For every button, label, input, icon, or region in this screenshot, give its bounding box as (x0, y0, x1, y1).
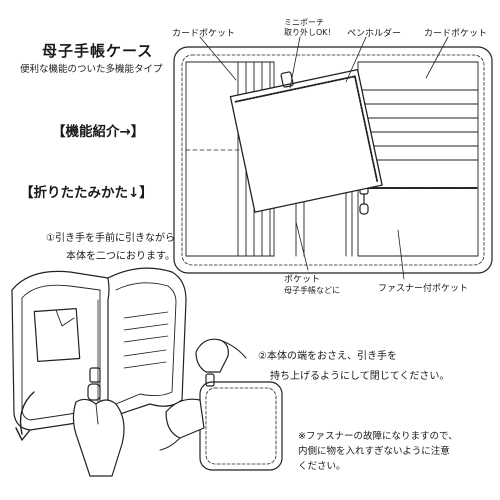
folding-step2-illustration (159, 338, 283, 471)
folding-step1-illustration (11, 267, 187, 477)
callout-mini-pouch: ミニポーチ (284, 18, 324, 27)
product-subtitle: 便利な機能のついた多機能タイプ (20, 64, 163, 75)
callout-pen-holder: ペンホルダー (347, 29, 402, 39)
mini-pouch (229, 68, 383, 213)
callout-pocket: ポケット (284, 275, 321, 285)
zipper-pocket-shape (359, 181, 479, 215)
features-heading: 【機能紹介→】 (52, 124, 145, 140)
case-outer-frame (173, 46, 493, 274)
step1-line1: ①引き手を手前に引きながら (46, 233, 175, 244)
step2-line2: 持ち上げるようにして閉じてください。 (270, 371, 450, 382)
callout-lines (199, 36, 449, 280)
callout-zipper-pocket: ファスナー付ポケット (378, 284, 469, 294)
callout-card-pocket-left: カードポケット (172, 29, 236, 39)
folding-heading: 【折りたたみかた↓】 (20, 185, 153, 201)
callout-mini-pouch-detachable: 取り外しOK！ (284, 28, 336, 37)
open-case (173, 36, 493, 280)
callout-pocket-usage: 母子手帳などに (284, 286, 340, 295)
callout-card-pocket-right: カードポケット (424, 29, 488, 39)
step2-line1: ②本体の端をおさえ、引き手を (258, 351, 397, 362)
case-stitching (181, 54, 485, 266)
product-title: 母子手帳ケース (42, 42, 154, 60)
zipper-caution-note: ※ファスナーの故障になりますので、内側に物を入れすぎないように注意ください。 (298, 431, 458, 472)
step1-line2: 本体を二つにおります。 (66, 251, 175, 262)
